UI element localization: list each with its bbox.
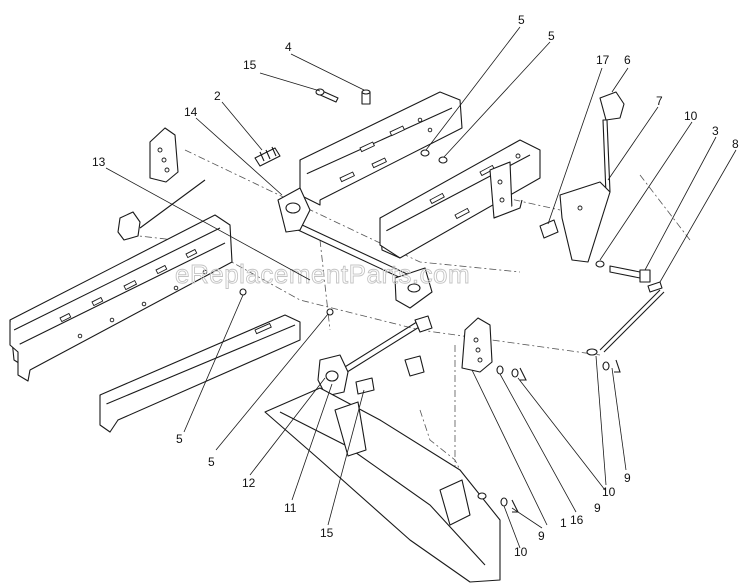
callout-9-b: 9 [624, 471, 631, 485]
leader-lines [105, 26, 737, 549]
callout-6: 6 [624, 53, 631, 67]
callout-17: 17 [596, 53, 610, 67]
callout-2: 2 [214, 89, 221, 103]
callout-3: 3 [712, 124, 719, 138]
top-hardware [254, 88, 371, 167]
left-lower-rail [99, 314, 301, 433]
callout-7: 7 [656, 94, 663, 108]
callouts: 4 15 2 14 13 5 5 17 6 7 10 3 8 5 5 12 11… [92, 13, 739, 559]
callout-10-bottom: 10 [514, 545, 528, 559]
callout-16: 16 [570, 513, 584, 527]
callout-11: 11 [284, 501, 297, 515]
watermark: eReplacementParts.com [175, 259, 470, 289]
left-frame-rail [9, 214, 233, 382]
lower-control-plate [461, 317, 527, 381]
lower-deck [264, 387, 519, 583]
cross-shaft [277, 187, 433, 309]
control-handle [539, 91, 625, 263]
callout-1: 1 [560, 516, 567, 530]
callout-5-bottom-center: 5 [208, 455, 215, 469]
lower-linkage [317, 315, 433, 397]
callout-9-c: 9 [538, 529, 545, 543]
linkage-rod [586, 281, 665, 373]
callout-14: 14 [184, 105, 198, 119]
callout-10-bottom-right: 10 [602, 485, 616, 499]
callout-13: 13 [92, 155, 106, 169]
callout-5-tr1: 5 [518, 13, 525, 27]
callout-12: 12 [242, 476, 256, 490]
top-nuts [420, 149, 448, 164]
control-plate-left [117, 127, 206, 241]
rail-slots [59, 248, 208, 339]
callout-15-bottom: 15 [320, 526, 334, 540]
lower-nuts [239, 288, 334, 316]
callout-4: 4 [285, 40, 292, 54]
right-channel-bracket [489, 161, 523, 219]
callout-8: 8 [732, 137, 739, 151]
callout-10-right: 10 [684, 109, 698, 123]
callout-15-top: 15 [243, 58, 257, 72]
callout-5-tr2: 5 [548, 29, 555, 43]
callout-5-bottom-left: 5 [176, 432, 183, 446]
right-hardware [595, 260, 651, 283]
callout-9-a: 9 [594, 501, 601, 515]
